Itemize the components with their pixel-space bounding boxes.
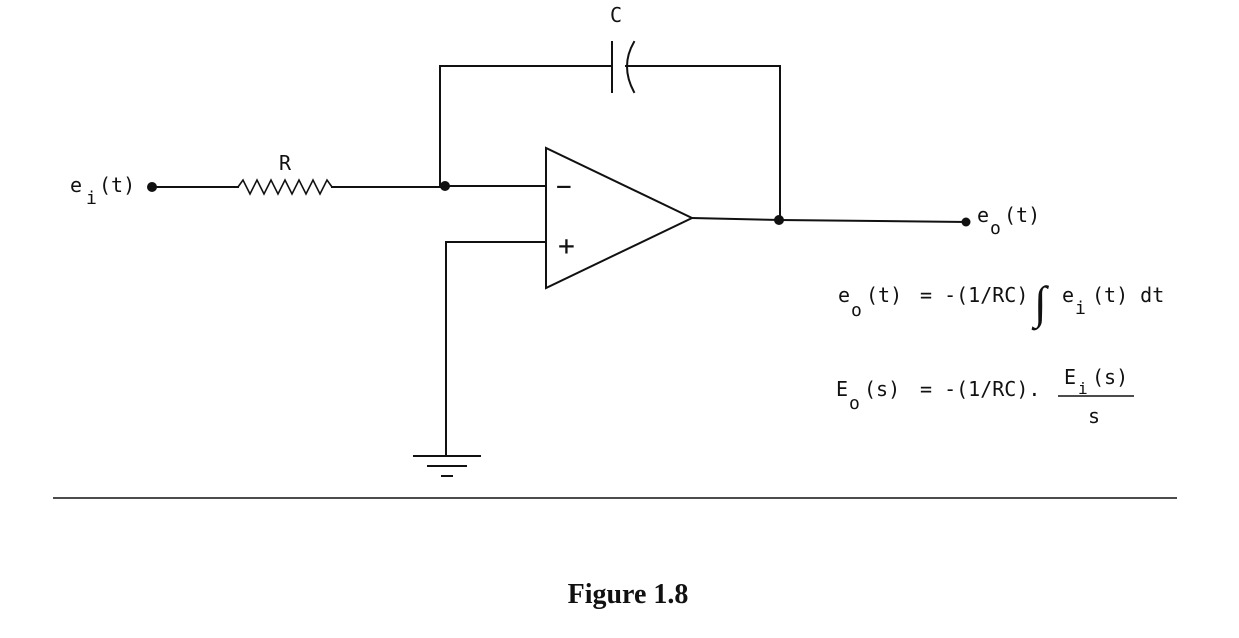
input-label-e: e — [70, 173, 82, 197]
input-label-t: (t) — [99, 173, 135, 197]
ground-path — [413, 241, 547, 477]
resistor-r — [237, 178, 333, 196]
eq2-denominator: s — [1088, 404, 1100, 428]
output-label-t: (t) — [1004, 203, 1040, 227]
output-wire-1 — [690, 216, 782, 222]
noninverting-input-symbol: + — [558, 229, 575, 262]
input-label-sub: i — [86, 188, 97, 209]
output-wire-2 — [778, 218, 968, 224]
eq1-rhs-t: (t) dt — [1092, 283, 1164, 307]
eq1-lhs-t: (t) — [866, 283, 902, 307]
eq2-lhs-s: (s) — [864, 377, 900, 401]
resistor-label: R — [279, 151, 292, 175]
eq2-lhs-sub: o — [849, 393, 860, 414]
op-amp-triangle — [545, 146, 695, 290]
input-terminal: e i (t) — [70, 173, 157, 209]
eq1-rhs-sub: i — [1075, 298, 1086, 319]
eq1-rhs-e: e — [1062, 283, 1074, 307]
figure-caption: Figure 1.8 — [568, 579, 689, 610]
eq2-numerator-s: (s) — [1092, 365, 1128, 389]
eq2-middle: = -(1/RC). — [920, 377, 1040, 401]
equation-time-domain: e o (t) = -(1/RC) ∫ e i (t) dt — [838, 277, 1164, 331]
output-label-sub: o — [990, 218, 1001, 239]
eq2-lhs-E: E — [836, 377, 848, 401]
op-amp: − + — [444, 146, 695, 290]
eq2-numerator-sub: i — [1078, 379, 1088, 398]
ground-icon — [413, 455, 481, 477]
eq2-numerator-E: E — [1064, 365, 1076, 389]
eq1-lhs-sub: o — [851, 300, 862, 321]
output-terminal: e o (t) — [690, 203, 1040, 239]
equation-laplace-domain: E o (s) = -(1/RC). E i (s) s — [836, 365, 1134, 428]
feedback-loop: C — [439, 3, 781, 221]
inverting-input-symbol: − — [556, 172, 572, 202]
output-label-e: e — [977, 203, 989, 227]
capacitor-label: C — [610, 3, 622, 27]
eq1-middle: = -(1/RC) — [920, 283, 1028, 307]
integral-sign: ∫ — [1031, 277, 1049, 331]
eq1-lhs-e: e — [838, 283, 850, 307]
output-terminal-dot — [961, 217, 971, 227]
